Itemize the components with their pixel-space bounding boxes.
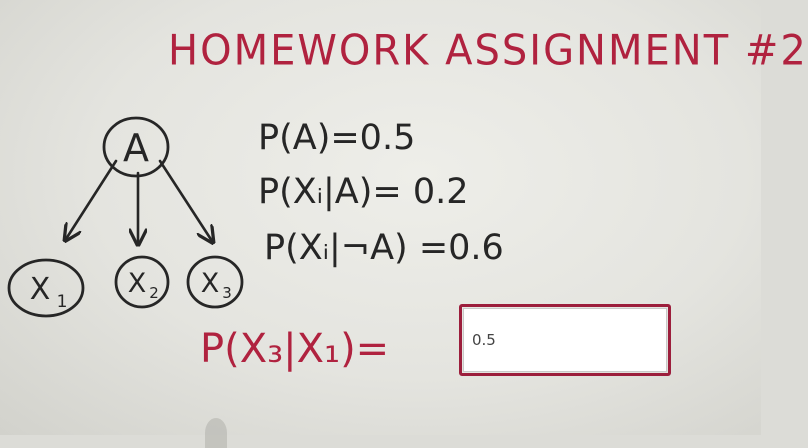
assignment-title: HOMEWORK ASSIGNMENT #2 (168, 26, 808, 76)
edge-a-x1 (66, 159, 118, 239)
node-x2-subscript: 2 (149, 284, 159, 302)
node-x1-label: X (30, 272, 51, 307)
node-x3-label: X (201, 268, 220, 299)
bayes-network-diagram: A X 1 X 2 X 3 (7, 116, 244, 318)
node-x2-label: X (128, 268, 147, 299)
edge-a-x3 (158, 159, 212, 241)
answer-box-outline (459, 304, 671, 376)
node-x2: X 2 (114, 255, 170, 309)
node-x3: X 3 (186, 255, 244, 309)
answer-input[interactable] (463, 308, 667, 372)
node-x3-subscript: 3 (222, 284, 232, 302)
question-label: P(X₃|X₁)= (200, 326, 390, 372)
node-a: A (102, 116, 170, 178)
equation-p-a: P(A)=0.5 (258, 118, 416, 158)
equation-p-xi-given-a: P(Xᵢ|A)= 0.2 (258, 172, 469, 212)
node-a-label: A (123, 126, 149, 170)
marker-tip (205, 418, 227, 448)
equation-p-xi-given-not-a: P(Xᵢ|¬A) =0.6 (264, 228, 504, 268)
edges (66, 159, 212, 243)
node-x1: X 1 (7, 258, 85, 318)
node-x1-subscript: 1 (57, 292, 68, 312)
